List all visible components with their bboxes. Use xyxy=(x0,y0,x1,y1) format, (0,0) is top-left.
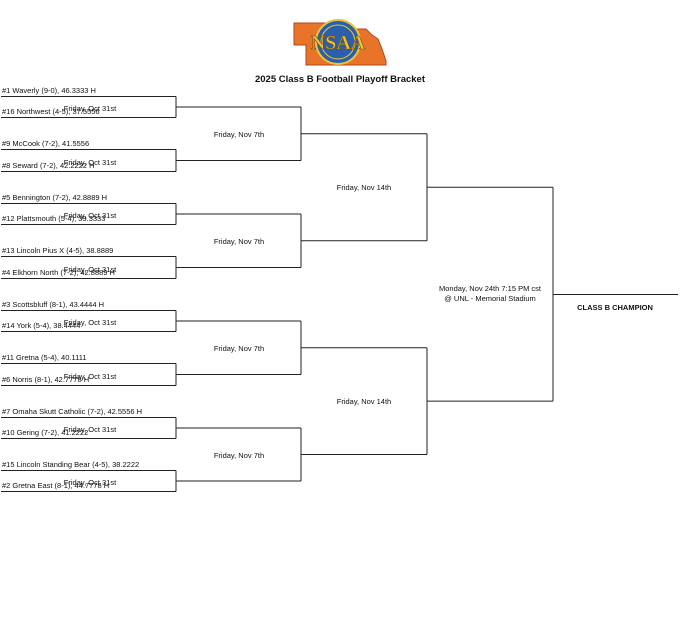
final-date: Monday, Nov 24th 7:15 PM cst xyxy=(439,284,541,293)
team-label: #11 Gretna (5-4), 40.1111 xyxy=(2,353,87,362)
round1-date-label: Friday, Oct 31st xyxy=(63,425,117,434)
team-label: #9 McCook (7-2), 41.5556 xyxy=(2,139,90,148)
round1-date-label: Friday, Oct 31st xyxy=(63,318,117,327)
round1-date-label: Friday, Oct 31st xyxy=(63,158,117,167)
logo: NSAA xyxy=(292,15,388,69)
team-label: #3 Scottsbluff (8-1), 43.4444 H xyxy=(2,300,105,309)
team-label: #16 Northwest (4-5), 37.5556 xyxy=(2,107,100,116)
round3-date-label: Friday, Nov 14th xyxy=(336,397,392,406)
team-label: #12 Plattsmouth (5-4), 39.3333 xyxy=(2,214,106,223)
team-label: #10 Gering (7-2), 41.2222 xyxy=(2,428,89,437)
round3-date-label: Friday, Nov 14th xyxy=(336,183,392,192)
team-label: #6 Norris (8-1), 42.7778 H xyxy=(2,375,90,384)
page-title: 2025 Class B Football Playoff Bracket xyxy=(254,74,425,85)
team-label: #4 Elkhorn North (7-2), 42.8889 H xyxy=(2,268,115,277)
team-label: #1 Waverly (9-0), 46.3333 H xyxy=(2,86,96,95)
team-label: #5 Bennington (7-2), 42.8889 H xyxy=(2,193,108,202)
svg-text:NSAA: NSAA xyxy=(311,32,366,54)
round2-date-label: Friday, Nov 7th xyxy=(213,344,265,353)
team-label: #13 Lincoln Pius X (4-5), 38.8889 xyxy=(2,246,114,255)
round1-date-label: Friday, Oct 31st xyxy=(63,265,117,274)
nebraska-map-icon: NSAA xyxy=(293,19,387,66)
team-label: #15 Lincoln Standing Bear (4-5), 38.2222 xyxy=(2,460,140,469)
team-label: #2 Gretna East (8-1), 44.7778 H xyxy=(2,481,110,490)
round1-date-label: Friday, Oct 31st xyxy=(63,211,117,220)
team-label: #8 Seward (7-2), 42.2222 H xyxy=(2,161,95,170)
round1-date-label: Friday, Oct 31st xyxy=(63,372,117,381)
round1-date-label: Friday, Oct 31st xyxy=(63,478,117,487)
team-label: #7 Omaha Skutt Catholic (7-2), 42.5556 H xyxy=(2,407,143,416)
round2-date-label: Friday, Nov 7th xyxy=(213,451,265,460)
round2-date-label: Friday, Nov 7th xyxy=(213,130,265,139)
final-venue: @ UNL - Memorial Stadium xyxy=(444,294,536,303)
round1-date-label: Friday, Oct 31st xyxy=(63,104,117,113)
round2-date-label: Friday, Nov 7th xyxy=(213,237,265,246)
team-label: #14 York (5-4), 38.4444 xyxy=(2,321,81,330)
champion-label: CLASS B CHAMPION xyxy=(577,303,653,312)
